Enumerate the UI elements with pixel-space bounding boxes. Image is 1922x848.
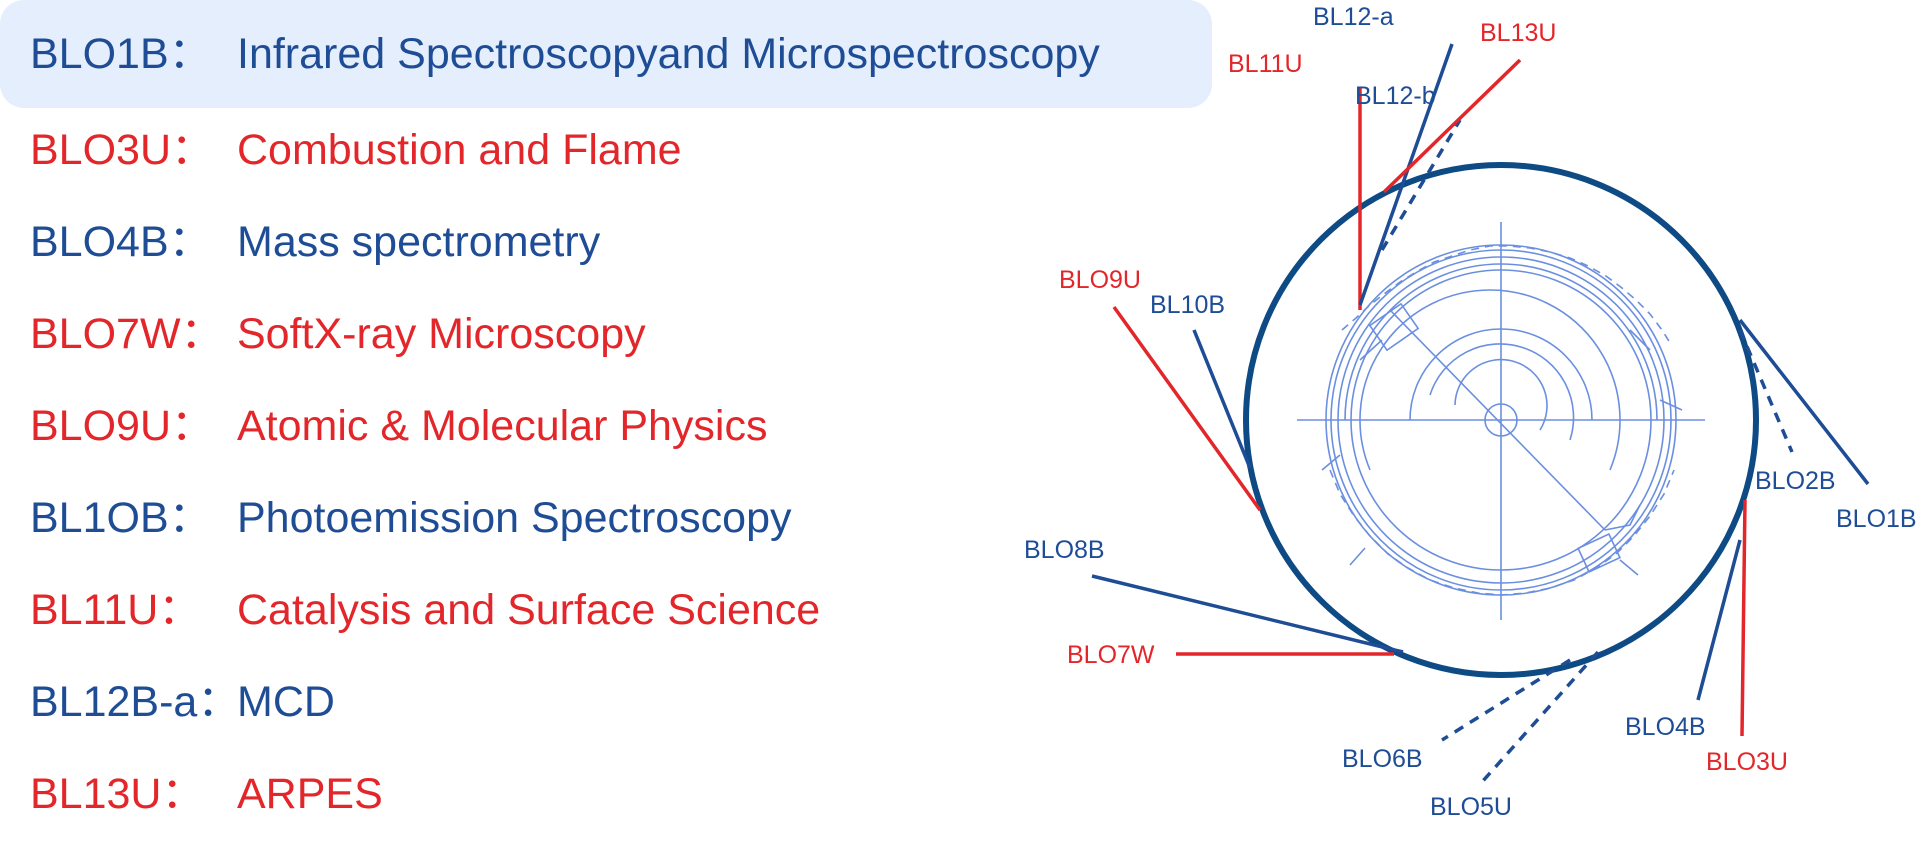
beamline-line-bl05u [1480,650,1600,784]
beamline-item-bl03u[interactable]: BLO3U： Combustion and Flame [0,96,682,204]
beamline-item-bl04b[interactable]: BLO4B： Mass spectrometry [0,188,600,296]
beamline-line-bl01b [1738,318,1870,486]
beamline-line-bl06b [1441,658,1571,742]
beamline-line-bl03u [1740,499,1747,737]
diagram-label-bl10b: BL10B [1150,291,1225,319]
diagram-label-bl05u: BLO5U [1430,793,1512,821]
beamline-item-bl09u[interactable]: BLO9U： Atomic & Molecular Physics [0,372,768,480]
diagram-label-bl03u: BLO3U [1706,748,1788,776]
beamline-code: BLO7W： [30,309,224,358]
storage-ring [1243,162,1759,678]
beamline-item-bl10b[interactable]: BL1OB： Photoemission Spectroscopy [0,464,792,572]
beamline-line-bl04b [1696,539,1742,701]
beamline-line-bl08b [1091,574,1404,654]
diagram-label-bl08b: BLO8B [1024,536,1105,564]
beamline-line-bl09u [1112,305,1262,512]
beamline-code: BLO9U： [30,401,215,450]
inner-spoke [1321,329,1683,576]
beamline-line-bl12b [1380,119,1462,251]
storage-ring-svg: BL12-a BL13U BL11U BL12-b BLO9U BL10B BL… [1024,3,1917,821]
beamline-description: Catalysis and Surface Science [237,585,821,634]
beamline-item-bl07w[interactable]: BLO7W： SoftX-ray Microscopy [0,280,646,388]
diagram-label-bl04b: BLO4B [1625,713,1706,741]
inner-arc [1454,358,1548,431]
beamline-list: BLO1B： Infrared Spectroscopyand Microspe… [0,0,1212,815]
inner-sawtooth [1329,469,1675,596]
inner-sawtooth [1341,245,1673,347]
beamline-code: BL13U： [30,769,205,818]
beamline-code: BLO4B： [30,217,212,266]
beamline-code: BLO1B： [30,29,212,78]
linac-line [1604,504,1641,531]
beamline-description: Combustion and Flame [237,125,682,174]
beamline-description: ARPES [237,769,383,818]
diagram-label-bl06b: BLO6B [1342,745,1423,773]
beamline-item-bl13u[interactable]: BL13U： ARPES [0,740,383,848]
beamline-item-bl01b[interactable]: BLO1B： Infrared Spectroscopyand Microspe… [0,0,1212,108]
ring-inner-structure [1297,222,1705,620]
beamline-description: SoftX-ray Microscopy [237,309,646,358]
inner-arc [1429,343,1575,441]
beamline-labels: BL12-a BL13U BL11U BL12-b BLO9U BL10B BL… [1024,3,1917,821]
diagram-label-bl09u: BLO9U [1059,266,1141,294]
inner-arc [1359,289,1621,471]
inner-block [1577,532,1621,574]
beamline-description: Mass spectrometry [237,217,601,266]
beamline-line-bl10b [1192,329,1252,469]
diagram-label-bl01b: BLO1B [1836,505,1917,533]
beamline-item-bl11u[interactable]: BL11U： Catalysis and Surface Science [0,556,820,664]
inner-block [1368,302,1420,352]
linac-line [1389,309,1606,531]
beamline-code: BL12B-a： [30,677,241,726]
beamline-description: Infrared Spectroscopyand Microspectrosco… [237,29,1100,78]
beamline-code: BLO3U： [30,125,215,174]
beamline-lines [1091,43,1870,784]
beamline-code: BL1OB： [30,493,212,542]
storage-ring-diagram: BL12-a BL13U BL11U BL12-b BLO9U BL10B BL… [1010,0,1922,832]
diagram-label-bl13u: BL13U [1480,19,1556,47]
diagram-label-bl12a: BL12-a [1313,3,1394,31]
diagram-label-bl11u: BL11U [1228,50,1303,78]
beamline-description: Atomic & Molecular Physics [237,401,768,450]
beamline-code: BL11U： [30,585,202,634]
beamline-item-bl12b-a[interactable]: BL12B-a： MCD [0,648,335,756]
beamline-description: MCD [237,677,335,726]
beamline-description: Photoemission Spectroscopy [237,493,792,542]
diagram-label-bl02b: BLO2B [1755,467,1836,495]
beamline-line-bl13u [1382,58,1522,194]
diagram-label-bl07w: BLO7W [1067,641,1155,669]
diagram-label-bl12b: BL12-b [1355,82,1436,110]
beamline-line-bl12a [1358,43,1454,306]
beamline-line-bl02b [1738,329,1794,453]
